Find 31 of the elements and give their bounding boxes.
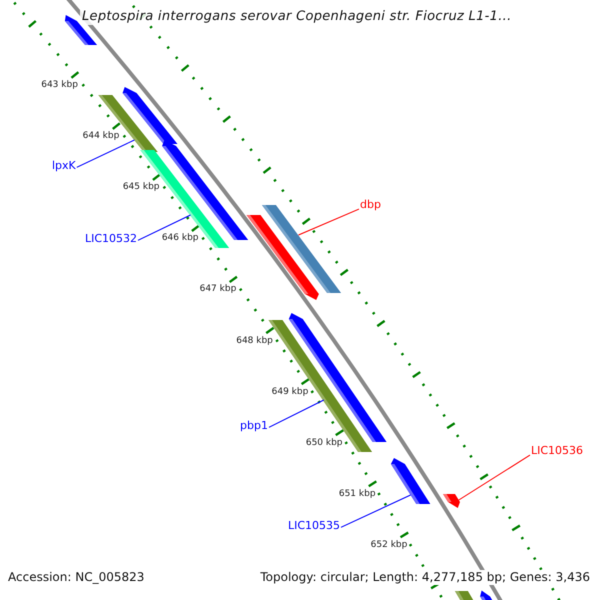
scale-label: 648 kbp — [236, 336, 273, 346]
scale-label: 644 kbp — [82, 132, 120, 142]
leader-line — [138, 214, 191, 241]
scale-label: 647 kbp — [200, 285, 236, 296]
gene-bar — [140, 150, 230, 248]
scale-label: 646 kbp — [162, 234, 198, 244]
gene-label: pbp1 — [240, 420, 268, 432]
scale-label: 643 kbp — [41, 81, 78, 91]
gene-label: LIC10535 — [288, 520, 340, 532]
leader-line — [268, 400, 324, 428]
gene-label: LIC10536 — [531, 445, 584, 458]
gene-label: LIC10532 — [85, 233, 138, 246]
scale-label: 650 kbp — [306, 438, 343, 449]
scale-label: 651 kbp — [338, 490, 376, 500]
gene-bar — [390, 458, 430, 504]
accession-text: Accession: NC_005823 — [8, 570, 144, 585]
gene-bar — [246, 215, 319, 300]
gene-label: dbp — [360, 199, 381, 212]
scale-label: 645 kbp — [122, 183, 160, 194]
gene-bar — [454, 591, 474, 600]
leader-line — [340, 494, 412, 528]
scale-label: 649 kbp — [272, 388, 308, 398]
leader-line — [76, 140, 135, 168]
gene-bar — [443, 494, 460, 508]
gene-bar — [98, 95, 158, 152]
leader-line — [298, 208, 360, 236]
scale-label: 652 kbp — [370, 540, 408, 551]
gene-bar — [480, 590, 492, 600]
gene-label: lpxK — [52, 160, 76, 172]
leader-line — [458, 454, 530, 500]
genome-summary: Topology: circular; Length: 4,277,185 bp; Genes: 3,436 — [260, 570, 590, 585]
